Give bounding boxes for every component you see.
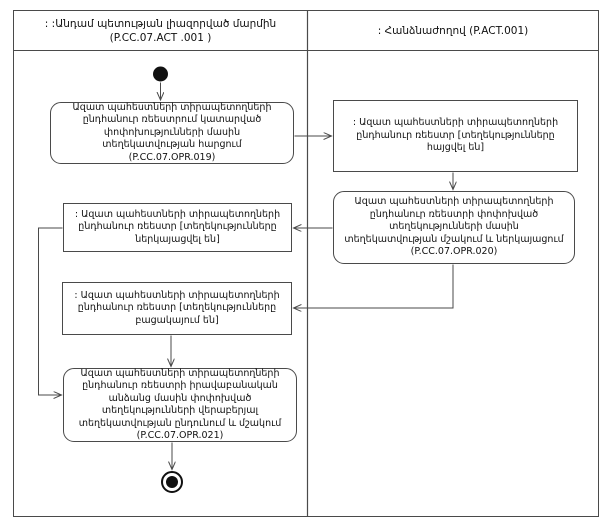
swimlane-subtitle: (P.CC.07.ACT .001 )	[109, 31, 212, 44]
swimlane-title: : Հանձնաժողով (P.ACT.001)	[377, 24, 529, 37]
object-label: : Ազատ պահեստների տիրապետողների ընդհանու…	[74, 289, 280, 326]
object-label: : Ազատ պահեստների տիրապետողների ընդհանու…	[352, 117, 559, 154]
swimlane-frame	[13, 10, 599, 517]
activity-label: Ազատ պահեստների տիրապետողների ընդհանուր …	[78, 367, 282, 442]
arrow-submitted-to-opr021	[38, 227, 63, 395]
activity-label: Ազատ պահեստների տիրապետողների ընդհանուր …	[72, 101, 272, 163]
arrow-opr020-to-missing	[294, 264, 454, 309]
end-node-icon	[166, 476, 178, 488]
swimlane-header-member-state-authority: : :Անդամ պետության լիազորված մարմին (P.C…	[14, 11, 307, 50]
activity-opr019: Ազատ պահեստների տիրապետողների ընդհանուր …	[50, 102, 294, 164]
swimlane-title: : :Անդամ պետության լիազորված մարմին	[44, 17, 277, 30]
activity-opr020: Ազատ պահեստների տիրապետողների ընդհանուր …	[333, 191, 575, 264]
activity-label: Ազատ պահեստների տիրապետողների ընդհանուր …	[344, 196, 564, 258]
object-registry-submitted: : Ազատ պահեստների տիրապետողների ընդհանու…	[63, 203, 292, 252]
object-label: : Ազատ պահեստների տիրապետողների ընդհանու…	[74, 208, 281, 245]
activity-opr021: Ազատ պահեստների տիրապետողների ընդհանուր …	[63, 368, 297, 442]
swimlane-header-commission: : Հանձնաժողով (P.ACT.001)	[308, 11, 598, 50]
start-node-icon	[153, 66, 168, 82]
object-registry-missing: : Ազատ պահեստների տիրապետողների ընդհանու…	[62, 282, 292, 335]
object-registry-requested: : Ազատ պահեստների տիրապետողների ընդհանու…	[333, 100, 578, 172]
